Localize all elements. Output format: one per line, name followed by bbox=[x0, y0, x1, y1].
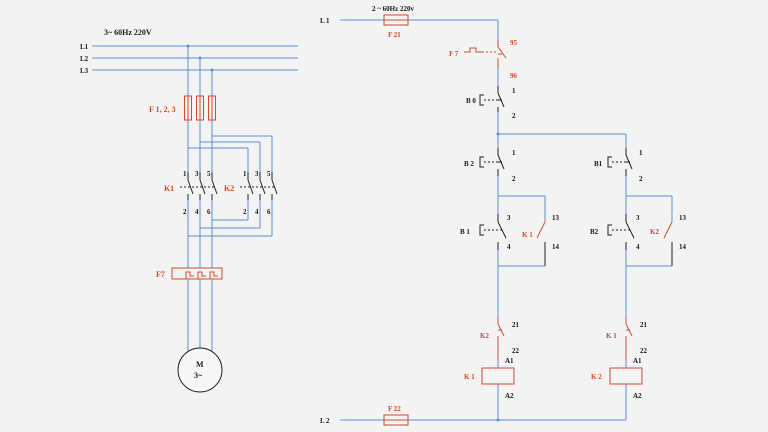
k1-interlock-contact bbox=[625, 318, 633, 360]
b1-interlock-button-right[interactable] bbox=[607, 148, 633, 176]
motor-label: M bbox=[196, 360, 204, 369]
b1-start-button[interactable] bbox=[479, 214, 507, 250]
b0-label: B 0 bbox=[466, 97, 476, 105]
k2-coil-a1: A1 bbox=[633, 357, 642, 365]
control-circuit: 2 ~ 60Hz 220v L 1 L 2 F 21 F 7 95 96 bbox=[320, 5, 687, 426]
k1-coil-label: K 1 bbox=[464, 373, 475, 381]
b2-right-terminal-4: 4 bbox=[636, 243, 640, 251]
b2-start-button[interactable] bbox=[607, 214, 635, 250]
k2-contact-4: 4 bbox=[255, 208, 259, 216]
k2-coil-label: K 2 bbox=[591, 373, 602, 381]
k2-main-contacts bbox=[240, 172, 278, 200]
k2-interlock-terminal-21: 21 bbox=[512, 321, 520, 329]
k1-interlock-label: K 1 bbox=[606, 332, 617, 340]
b2-interlock-button-left[interactable] bbox=[479, 148, 505, 176]
k2-contact-5: 5 bbox=[267, 170, 271, 178]
f7-overload-contact bbox=[464, 40, 507, 68]
k2-holding-terminal-13: 13 bbox=[679, 214, 687, 222]
power-circuit: 3~ 60Hz 220V L1 L2 L3 F 1, 2, 3 bbox=[80, 28, 298, 393]
k1-contact-3: 3 bbox=[195, 170, 199, 178]
f7-terminal-96: 96 bbox=[510, 72, 518, 80]
k2-coil bbox=[609, 367, 643, 385]
control-l1-label: L 1 bbox=[320, 17, 330, 25]
f7-terminal-95: 95 bbox=[510, 39, 518, 47]
k1-contact-2: 2 bbox=[183, 208, 187, 216]
k2-interlock-label: K2 bbox=[480, 332, 489, 340]
line-label-l3: L3 bbox=[80, 67, 89, 75]
k1-interlock-terminal-21: 21 bbox=[640, 321, 648, 329]
b1-right-label: B1 bbox=[594, 160, 603, 168]
b0-stop-button[interactable] bbox=[479, 86, 505, 112]
b1-left-label: B 1 bbox=[460, 228, 470, 236]
b1-right-terminal-1: 1 bbox=[639, 149, 643, 157]
motor-sub-label: 3~ bbox=[194, 371, 203, 380]
line-label-l2: L2 bbox=[80, 55, 89, 63]
k1-coil-a2: A2 bbox=[505, 392, 514, 400]
k1-coil-a1: A1 bbox=[505, 357, 514, 365]
b1-left-terminal-3: 3 bbox=[507, 214, 511, 222]
b0-terminal-2: 2 bbox=[512, 112, 516, 120]
b2-right-terminal-3: 3 bbox=[636, 214, 640, 222]
k1-holding-terminal-14: 14 bbox=[552, 243, 560, 251]
fuse-f21-label: F 21 bbox=[388, 31, 401, 39]
b1-left-terminal-4: 4 bbox=[507, 243, 511, 251]
motor-symbol bbox=[177, 347, 223, 393]
power-supply-label: 3~ 60Hz 220V bbox=[104, 28, 152, 37]
b1-right-terminal-2: 2 bbox=[639, 175, 643, 183]
b2-left-terminal-1: 1 bbox=[512, 149, 516, 157]
k1-coil bbox=[481, 367, 515, 385]
k1-interlock-terminal-22: 22 bbox=[640, 347, 648, 355]
k2-interlock-contact bbox=[497, 318, 505, 360]
k1-contact-4: 4 bbox=[195, 208, 199, 216]
b2-right-label: B2 bbox=[590, 228, 599, 236]
b2-left-label: B 2 bbox=[464, 160, 474, 168]
b0-terminal-1: 1 bbox=[512, 87, 516, 95]
control-supply-label: 2 ~ 60Hz 220v bbox=[372, 5, 414, 13]
k1-contact-6: 6 bbox=[207, 208, 211, 216]
k2-coil-a2: A2 bbox=[633, 392, 642, 400]
k2-contact-6: 6 bbox=[267, 208, 271, 216]
k2-interlock-terminal-22: 22 bbox=[512, 347, 520, 355]
overload-relay-f7 bbox=[171, 267, 223, 280]
k2-contact-2: 2 bbox=[243, 208, 247, 216]
k2-contact-3: 3 bbox=[255, 170, 259, 178]
k1-holding-contact bbox=[536, 221, 546, 266]
control-l2-label: L 2 bbox=[320, 417, 330, 425]
k2-contact-1: 1 bbox=[243, 170, 247, 178]
k1-contact-1: 1 bbox=[183, 170, 187, 178]
b2-left-terminal-2: 2 bbox=[512, 175, 516, 183]
k2-holding-contact bbox=[663, 221, 673, 266]
f7-contact-label: F 7 bbox=[449, 50, 459, 58]
fuse-f22-label: F 22 bbox=[388, 405, 401, 413]
k1-holding-terminal-13: 13 bbox=[552, 214, 560, 222]
k1-main-contacts bbox=[180, 172, 218, 200]
overload-label: F7 bbox=[156, 270, 165, 279]
k2-holding-label: K2 bbox=[650, 228, 659, 236]
fuses-label: F 1, 2, 3 bbox=[149, 105, 176, 114]
k1-holding-label: K 1 bbox=[522, 231, 533, 239]
k1-label: K1 bbox=[164, 184, 174, 193]
fuses-f123 bbox=[184, 95, 216, 121]
line-label-l1: L1 bbox=[80, 43, 89, 51]
k1-contact-5: 5 bbox=[207, 170, 211, 178]
k2-label: K2 bbox=[224, 184, 234, 193]
k2-holding-terminal-14: 14 bbox=[679, 243, 687, 251]
